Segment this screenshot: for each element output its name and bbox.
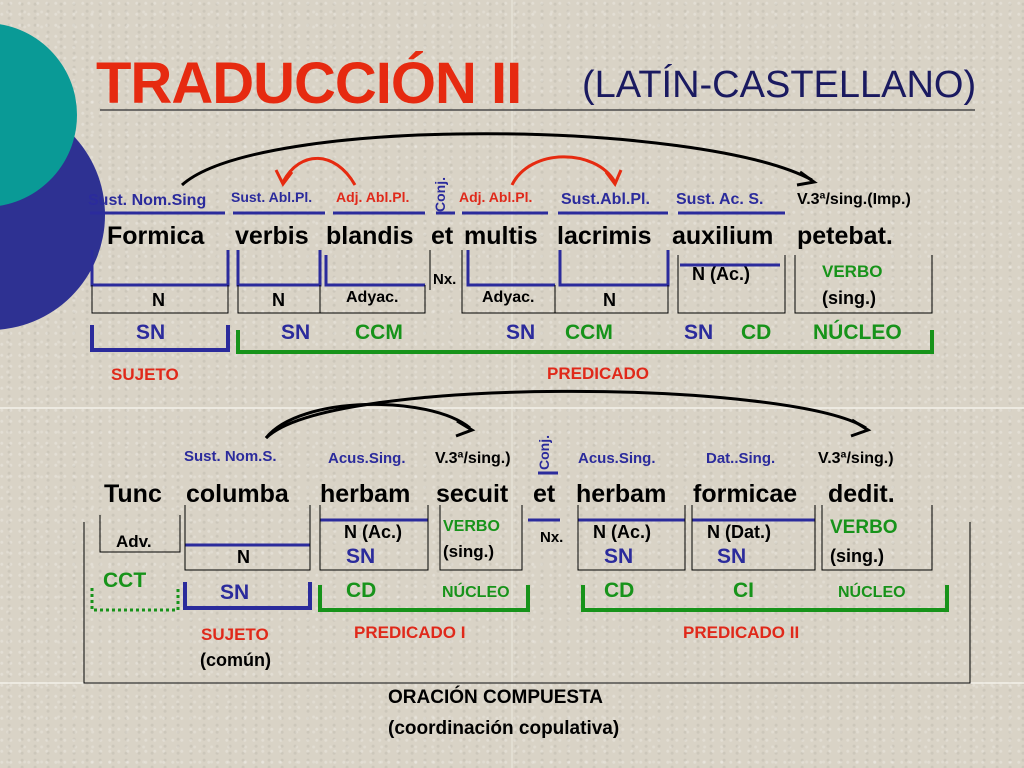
s2-word-dedit: dedit. [828, 480, 895, 508]
s1-adyac1: Adyac. [346, 289, 399, 306]
s1-long-arrow [181, 132, 818, 187]
s1-nx: Nx. [433, 271, 457, 288]
s1-sn1: SN [136, 321, 166, 344]
s2-n: N [237, 547, 250, 567]
s2-word-secuit: secuit [436, 480, 509, 508]
s2-word-herbam2: herbam [576, 480, 667, 508]
s1-tag-1: Sust. Nom.Sing [88, 192, 207, 209]
s1-tag-8: V.3ª/sing.(Imp.) [797, 191, 911, 208]
s2-tag-5: Acus.Sing. [578, 450, 656, 467]
s1-word-petebat: petebat. [797, 222, 893, 250]
s2-predicado1: PREDICADO I [354, 623, 466, 642]
s1-predicado: PREDICADO [547, 364, 650, 383]
s2-word-formicae: formicae [693, 480, 798, 508]
s1-n3: N [603, 290, 616, 310]
page-subtitle: (LATÍN-CASTELLANO) [582, 64, 977, 106]
s1-ccm1: CCM [355, 321, 403, 344]
s2-word-columba: columba [186, 480, 289, 508]
s2-predicado2-bracket [581, 585, 949, 612]
s1-adyac2: Adyac. [482, 289, 535, 306]
s1-tag-conj: Conj. [432, 177, 448, 212]
s2-nac1: N (Ac.) [344, 522, 402, 542]
s2-sujeto-bracket [183, 582, 312, 610]
s2-adv: Adv. [116, 532, 152, 551]
page-title: TRADUCCIÓN II [96, 51, 522, 116]
s2-word-tunc: Tunc [104, 480, 162, 508]
coordinacion-copulativa: (coordinación copulativa) [388, 718, 620, 739]
s2-verbo2: VERBO [830, 517, 898, 538]
s2-arrow-dedit [264, 389, 872, 440]
s2-tag-conj: Conj. [536, 435, 552, 470]
s1-tag-5: Adj. Abl.Pl. [459, 189, 533, 205]
s1-word-et: et [431, 222, 454, 250]
teal-circle-decoration [0, 24, 77, 206]
s2-tag-1: Sust. Nom.S. [184, 448, 277, 465]
s2-verbo1: VERBO [443, 518, 500, 535]
s1-sn2: SN [281, 321, 311, 344]
s2-nx: Nx. [540, 529, 564, 546]
s2-nac2: N (Ac.) [593, 522, 651, 542]
s2-tag-3: V.3ª/sing.) [435, 450, 511, 467]
s1-n2: N [272, 290, 285, 310]
s1-word-lacrimis: lacrimis [557, 222, 652, 250]
s1-red-arrow-left [274, 156, 357, 187]
s2-sn-a: SN [346, 545, 376, 568]
s1-word-multis: multis [464, 222, 538, 250]
s1-nucleo: NÚCLEO [813, 321, 902, 344]
s1-tag-3: Adj. Abl.Pl. [336, 189, 410, 205]
s2-tag-6: Dat..Sing. [706, 450, 776, 467]
s2-sn-b: SN [604, 545, 634, 568]
s2-sujeto: SUJETO [201, 625, 269, 644]
s2-nucleo2: NÚCLEO [838, 584, 906, 601]
s1-tag-2: Sust. Abl.Pl. [231, 189, 313, 205]
oracion-compuesta: ORACIÓN COMPUESTA [388, 687, 603, 708]
s2-tag-2: Acus.Sing. [328, 450, 406, 467]
s2-ci: CI [733, 579, 754, 602]
s2-sing2: (sing.) [830, 546, 884, 566]
s2-word-et: et [533, 480, 556, 508]
s1-sn3: SN [506, 321, 536, 344]
s2-cd1: CD [346, 579, 377, 602]
s1-predicado-bracket [236, 330, 934, 354]
s1-cd: CD [741, 321, 772, 344]
s2-predicado2: PREDICADO II [683, 623, 800, 642]
s1-nac: N (Ac.) [692, 264, 750, 284]
s2-sing1: (sing.) [443, 542, 494, 561]
s2-cct: CCT [103, 569, 147, 592]
s1-word-verbis: verbis [235, 222, 309, 250]
s2-cd2: CD [604, 579, 635, 602]
s2-predicado1-bracket [318, 585, 530, 612]
s1-tag-6: Sust.Abl.Pl. [561, 191, 650, 208]
s1-sujeto: SUJETO [111, 365, 179, 384]
s2-comun: (común) [200, 650, 271, 670]
s1-red-arrow-right [510, 155, 623, 187]
s2-nucleo1: NÚCLEO [442, 584, 510, 601]
s1-n1: N [152, 290, 165, 310]
s1-verbo: VERBO [822, 262, 883, 281]
s2-ndat: N (Dat.) [707, 522, 771, 542]
s1-sing: (sing.) [822, 288, 876, 308]
s1-word-formica: Formica [107, 222, 205, 250]
s1-sn4: SN [684, 321, 714, 344]
s1-ccm2: CCM [565, 321, 613, 344]
s1-tag-7: Sust. Ac. S. [676, 191, 764, 208]
s1-sujeto-bracket [90, 325, 230, 352]
s1-word-blandis: blandis [326, 222, 414, 250]
s2-sn-sujeto: SN [220, 581, 250, 604]
s1-word-auxilium: auxilium [672, 222, 774, 250]
s2-word-herbam1: herbam [320, 480, 411, 508]
s2-sn-c: SN [717, 545, 747, 568]
s2-tag-7: V.3ª/sing.) [818, 450, 894, 467]
